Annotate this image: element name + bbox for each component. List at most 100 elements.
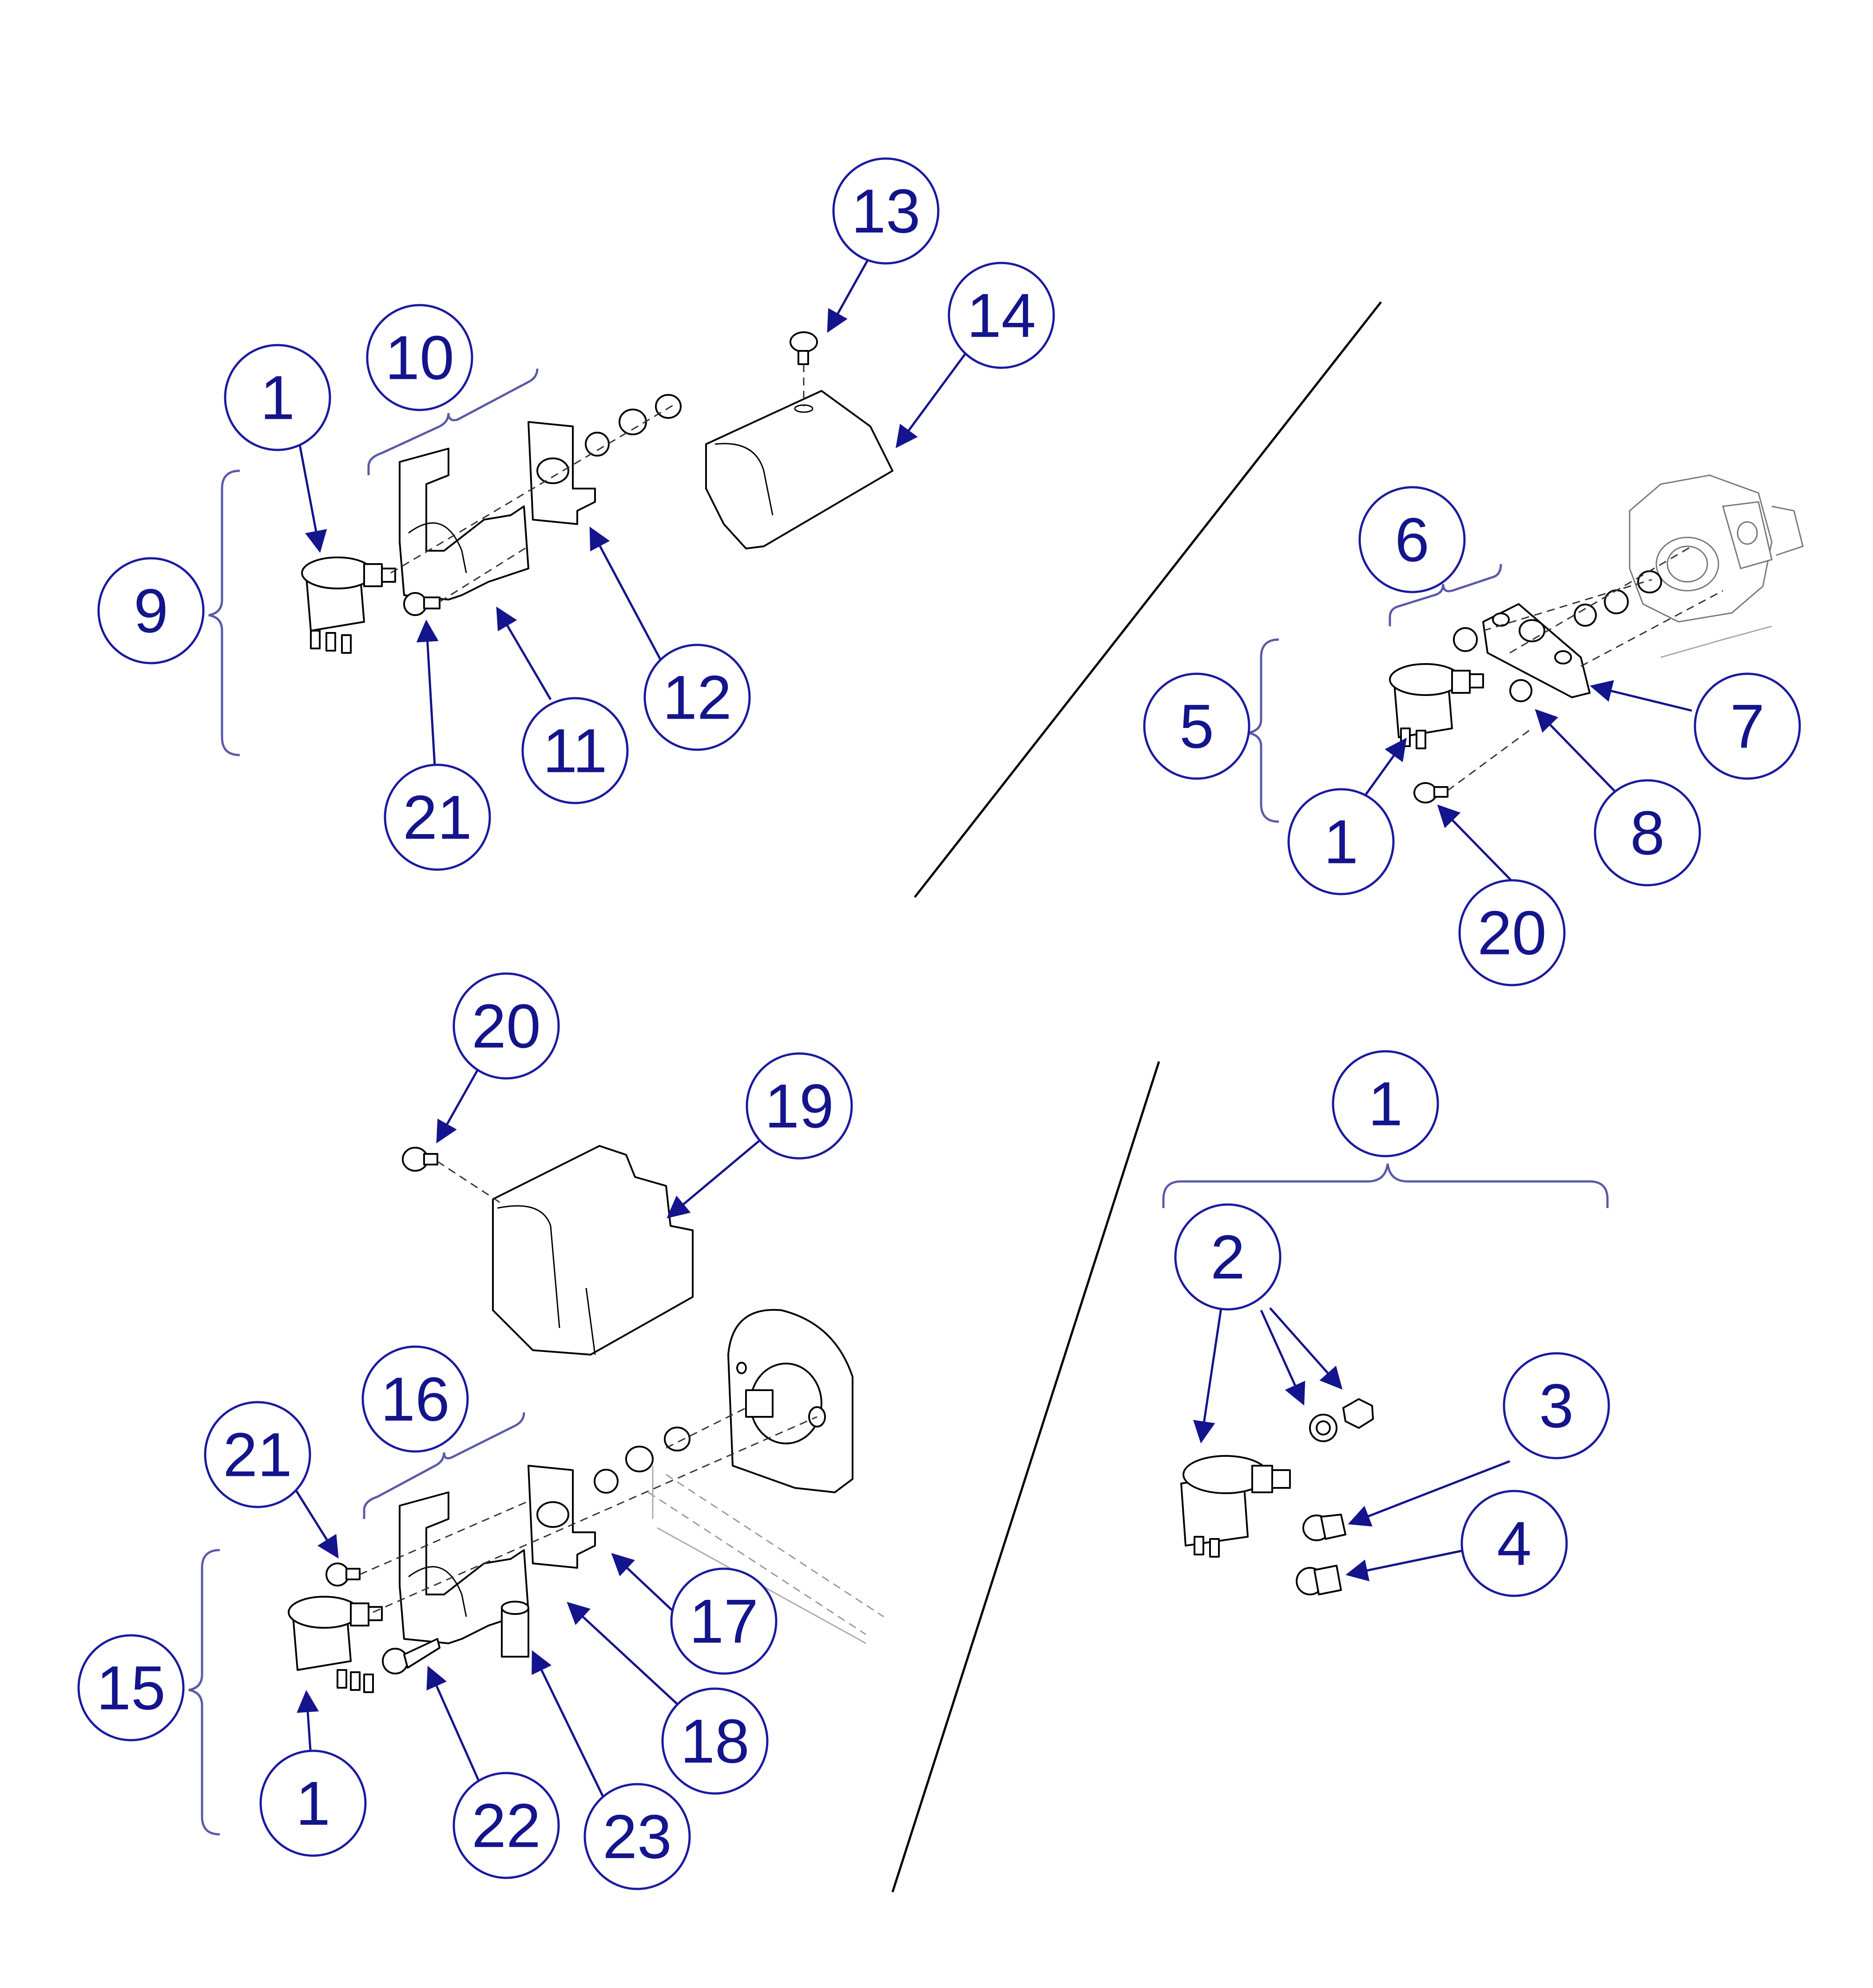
screw-part [325,1563,361,1586]
svg-text:21: 21 [223,1420,292,1490]
svg-text:9: 9 [134,576,168,646]
assembly-top-left [208,254,967,773]
callout-9: 9 [97,557,205,664]
callout-20-top-right: 20 [1458,879,1566,986]
brace-5 [1247,638,1279,823]
svg-text:16: 16 [381,1364,450,1434]
callout-5: 5 [1143,672,1250,780]
washer-part [1453,627,1478,652]
svg-text:1: 1 [260,363,295,433]
svg-text:3: 3 [1539,1371,1574,1441]
callout-6: 6 [1358,486,1466,593]
callout-15: 15 [77,1634,185,1741]
divider-line-lower [891,1061,1160,1893]
svg-text:2: 2 [1210,1222,1245,1292]
svg-text:17: 17 [689,1586,758,1656]
bracket-part [399,1491,529,1644]
svg-text:10: 10 [385,323,454,393]
svg-text:8: 8 [1630,798,1665,868]
brace-6 [1389,564,1502,626]
svg-text:5: 5 [1179,692,1214,761]
svg-text:20: 20 [1477,898,1547,968]
assembly-top-right [1247,474,1804,903]
svg-text:13: 13 [851,176,921,246]
callout-22: 22 [452,1772,560,1879]
housing-part [727,1309,853,1493]
callout-1-bottom-right: 1 [1332,1050,1439,1157]
svg-text:7: 7 [1730,692,1765,761]
callout-11: 11 [521,697,629,804]
callout-10: 10 [366,304,473,411]
nut-part [619,409,647,435]
assembly-bottom-right [1162,1163,1609,1595]
callout-1-bottom-left: 1 [259,1749,367,1857]
brace-15 [188,1549,220,1836]
callout-7: 7 [1694,672,1801,780]
svg-text:20: 20 [472,991,541,1061]
nut-part [1604,589,1629,614]
screw-part-top [790,331,818,406]
brace-1 [1162,1163,1609,1208]
screw-part [403,592,440,616]
potentiometer-part [288,1596,383,1693]
cover-part [705,390,893,549]
brace-9 [208,469,240,756]
callout-3: 3 [1503,1352,1610,1459]
svg-text:19: 19 [765,1071,834,1141]
plate-part [528,421,596,525]
callout-17: 17 [670,1567,778,1675]
washer-part-inner [1316,1420,1331,1435]
callout-4: 4 [1460,1490,1568,1597]
screw-part [1413,782,1448,803]
bracket-part [399,448,529,600]
callout-18: 18 [661,1687,769,1795]
callout-14: 14 [948,262,1055,369]
callout-13: 13 [832,157,940,265]
knob-part [1637,570,1662,593]
callout-21-top-left: 21 [384,763,491,871]
washer-part [594,1469,619,1494]
callout-1-top-right: 1 [1287,788,1395,895]
washer-part-lower [1509,679,1532,702]
callout-2: 2 [1174,1203,1282,1311]
washer-part-mid [1574,604,1597,627]
knob-part-large [1296,1565,1342,1595]
cylinder-part [501,1601,529,1658]
divider-line-upper [914,301,1382,898]
callout-1-top-left: 1 [224,344,331,451]
svg-text:6: 6 [1395,505,1429,575]
potentiometer-part [1180,1455,1291,1558]
callout-8: 8 [1594,779,1701,887]
svg-text:14: 14 [967,281,1036,350]
callout-12: 12 [643,644,751,751]
callout-16: 16 [361,1345,469,1453]
cover-part [492,1145,694,1356]
svg-text:21: 21 [403,783,472,852]
svg-text:15: 15 [96,1653,166,1723]
svg-text:11: 11 [543,716,607,786]
callout-23: 23 [583,1783,691,1890]
svg-text:4: 4 [1497,1509,1532,1578]
screw-part-top [402,1147,502,1205]
callout-19: 19 [746,1052,853,1160]
callout-20-bottom-left: 20 [452,972,560,1080]
svg-text:18: 18 [680,1706,750,1776]
knob-part [655,394,682,419]
potentiometer-part [301,557,396,654]
svg-text:1: 1 [296,1769,330,1838]
knob-part-small [1302,1514,1346,1541]
long-screw-part [382,1638,440,1674]
callout-21-bottom-left: 21 [204,1401,311,1508]
nut-part [625,1446,654,1472]
nut-part [1342,1398,1374,1429]
brace-10 [367,368,539,475]
plate-part [1482,603,1591,698]
housing-part [1629,474,1804,658]
brace-16 [363,1412,525,1519]
potentiometer-part [1389,663,1484,749]
svg-text:23: 23 [603,1802,672,1872]
svg-text:12: 12 [663,663,732,732]
washer-part [585,432,610,457]
svg-text:22: 22 [472,1791,541,1861]
